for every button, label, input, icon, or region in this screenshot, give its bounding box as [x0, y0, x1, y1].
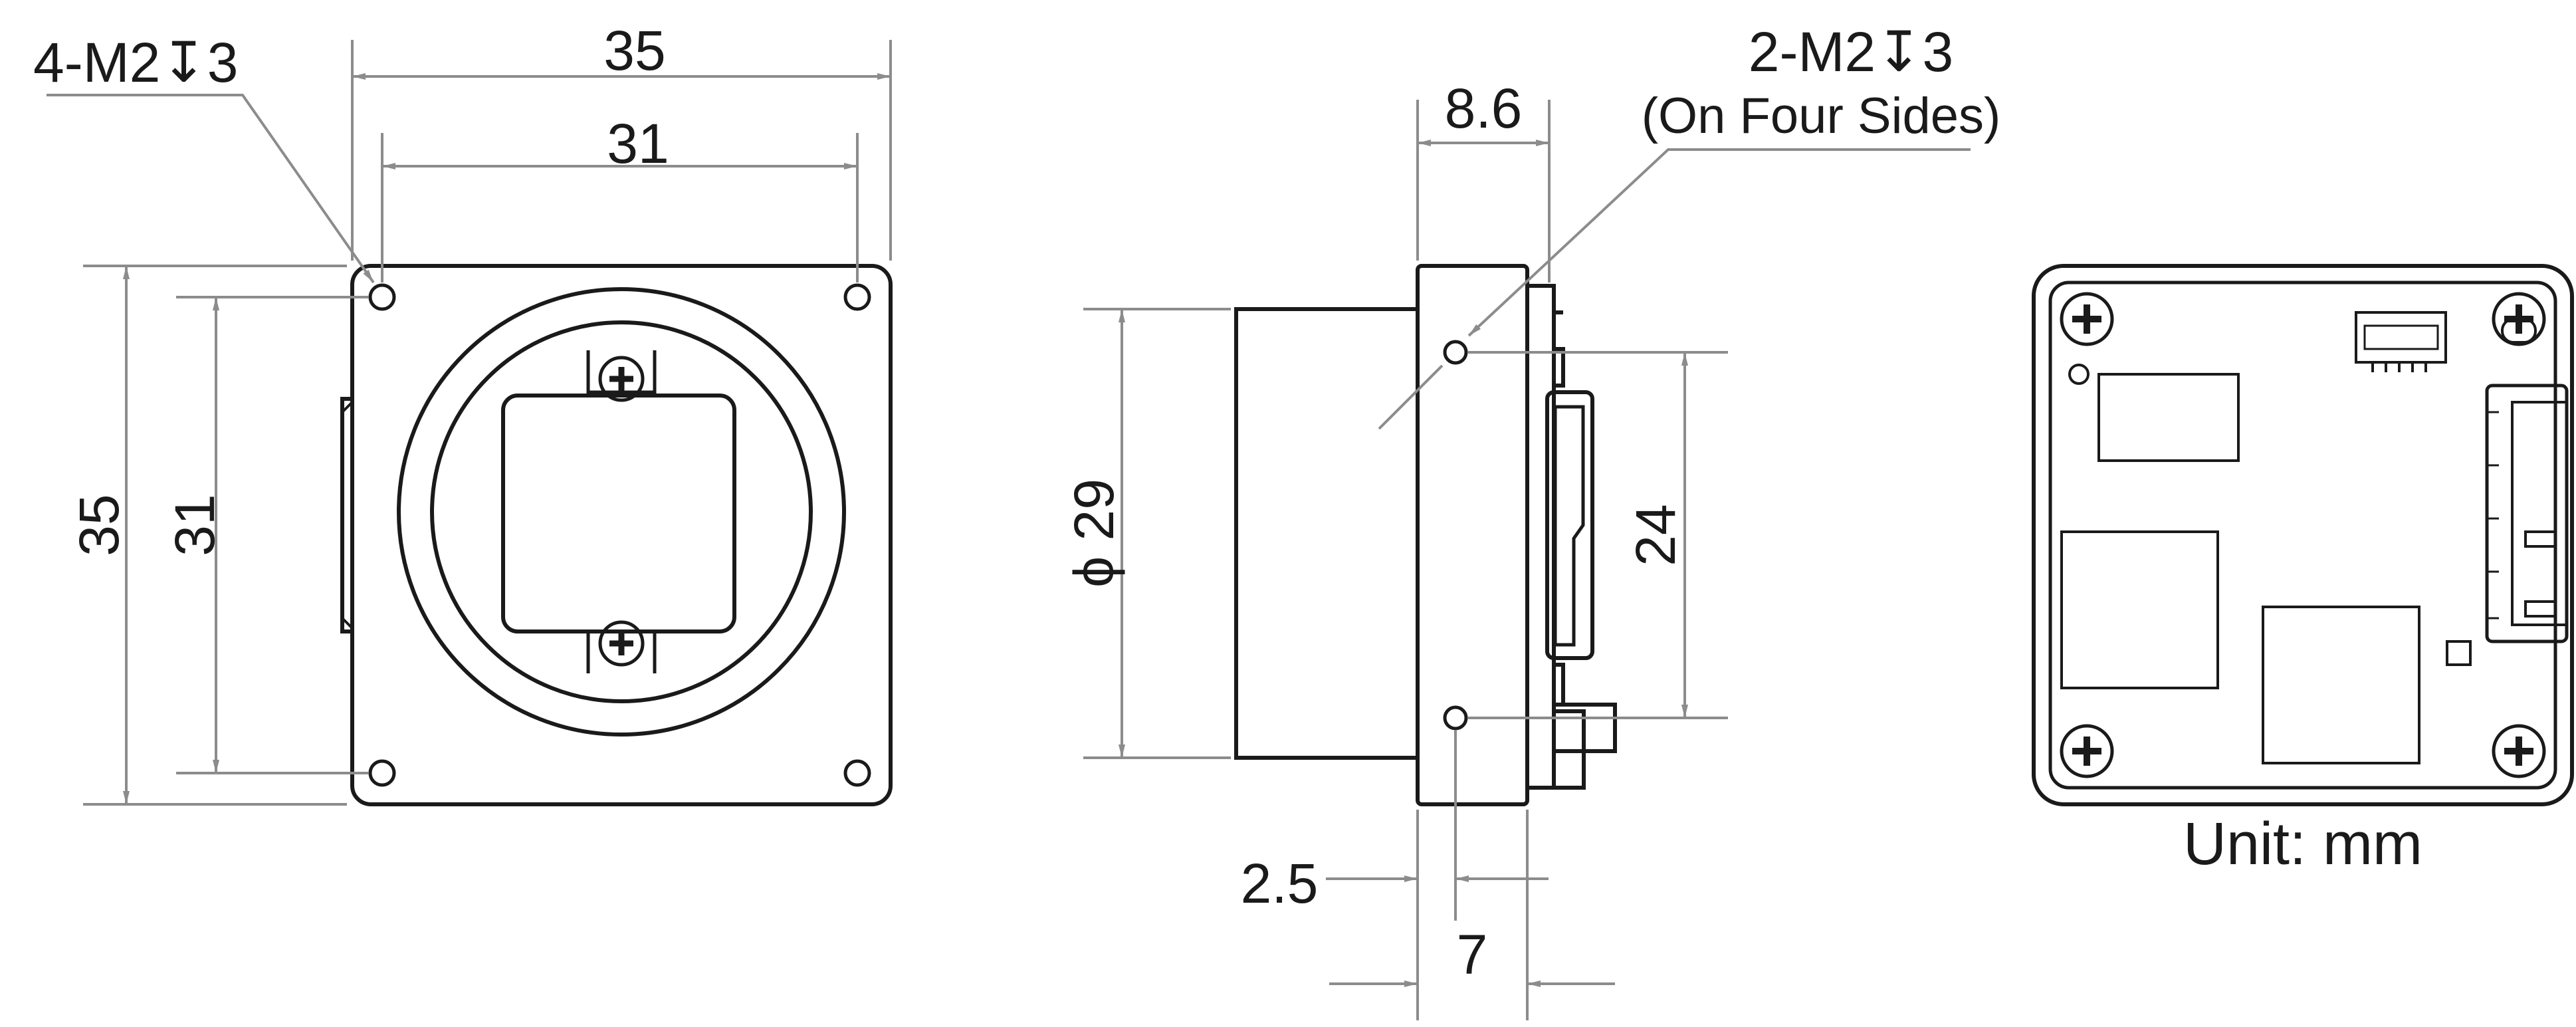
- back-view: Unit: mm: [2032, 264, 2574, 877]
- front-height-outer-label: 35: [68, 494, 130, 556]
- front-body: [340, 264, 893, 806]
- side-diameter-label: ϕ 29: [1063, 479, 1125, 588]
- front-view: 4-M2↧3 35 31 35 31: [33, 19, 893, 806]
- side-hole-spacing-label: 24: [1624, 504, 1687, 566]
- side-thickness-label: 7: [1457, 923, 1488, 986]
- unit-label: Unit: mm: [2183, 811, 2422, 877]
- side-thread-callout-line2: (On Four Sides): [1642, 88, 2001, 144]
- side-body: [1234, 264, 1617, 806]
- front-height-holes-label: 31: [163, 494, 226, 556]
- side-thread-callout-line1: 2-M2↧3: [1749, 21, 1953, 83]
- side-dimension-lines: [1083, 100, 1971, 1020]
- front-dimension-lines: [47, 40, 892, 806]
- side-view: 2-M2↧3 (On Four Sides) 8.6 ϕ 29 24 2.5 7: [1063, 21, 2000, 1020]
- front-width-holes-label: 31: [607, 112, 669, 175]
- front-width-outer-label: 35: [603, 19, 665, 82]
- front-thread-callout: 4-M2↧3: [33, 31, 238, 94]
- side-depth-label: 8.6: [1445, 77, 1523, 140]
- back-body: [2032, 264, 2574, 806]
- side-offset-label: 2.5: [1241, 852, 1319, 915]
